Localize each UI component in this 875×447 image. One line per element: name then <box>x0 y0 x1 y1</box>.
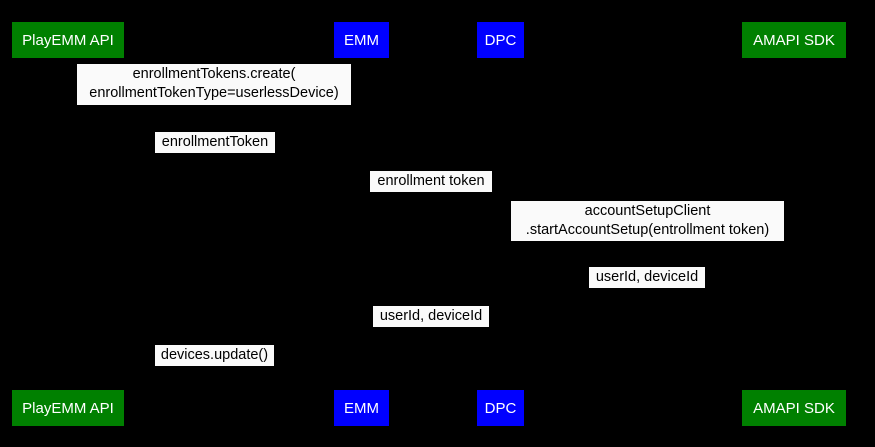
actor-dpc[interactable]: DPC <box>477 22 524 58</box>
lifeline-dpc <box>500 58 501 388</box>
actor-emm[interactable]: EMM <box>334 22 389 58</box>
msg-userid-deviceid-to-emm-line <box>361 333 500 334</box>
actor-dpc-bottom[interactable]: DPC <box>477 390 524 426</box>
msg-userid-deviceid-to-dpc-arrowhead <box>500 291 508 299</box>
msg-enrollment-tokens-create-line <box>68 111 361 112</box>
msg-enrollment-token-response-label: enrollmentToken <box>155 132 275 153</box>
msg-enrollment-tokens-create-label: enrollmentTokens.create( enrollmentToken… <box>77 64 351 105</box>
msg-start-account-setup-line <box>500 246 793 247</box>
actor-playemm-api[interactable]: PlayEMM API <box>12 22 124 58</box>
msg-enrollment-token-to-dpc-line <box>361 198 500 199</box>
lifeline-playemm-api <box>68 58 69 388</box>
msg-devices-update-arrowhead <box>68 369 76 377</box>
msg-userid-deviceid-to-emm-label: userId, deviceId <box>373 306 489 327</box>
msg-enrollment-token-to-dpc-label: enrollment token <box>370 171 492 192</box>
lifeline-amapi-sdk <box>793 58 794 388</box>
lifeline-emm <box>361 58 362 388</box>
msg-start-account-setup-label: accountSetupClient .startAccountSetup(en… <box>511 201 784 241</box>
actor-amapi-sdk[interactable]: AMAPI SDK <box>742 22 846 58</box>
msg-enrollment-tokens-create-arrowhead <box>68 108 76 116</box>
msg-userid-deviceid-to-dpc-label: userId, deviceId <box>589 267 705 288</box>
msg-devices-update-label: devices.update() <box>155 345 274 366</box>
msg-userid-deviceid-to-dpc-line <box>500 294 793 295</box>
actor-playemm-api-bottom[interactable]: PlayEMM API <box>12 390 124 426</box>
msg-enrollment-token-response-line <box>68 159 361 160</box>
msg-start-account-setup-arrowhead <box>785 243 793 251</box>
msg-devices-update-line <box>68 372 361 373</box>
actor-emm-bottom[interactable]: EMM <box>334 390 389 426</box>
msg-enrollment-token-response-arrowhead <box>353 156 361 164</box>
msg-userid-deviceid-to-emm-arrowhead <box>361 330 369 338</box>
msg-enrollment-token-to-dpc-arrowhead <box>492 195 500 203</box>
actor-amapi-sdk-bottom[interactable]: AMAPI SDK <box>742 390 846 426</box>
